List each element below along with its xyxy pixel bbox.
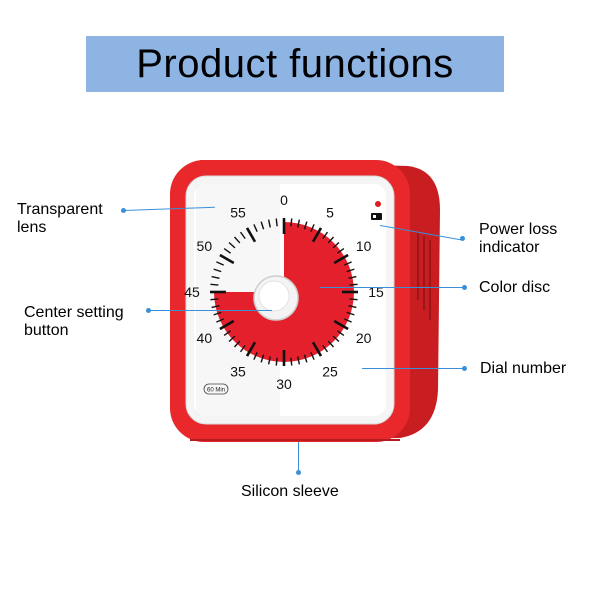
dial-tick (333, 253, 349, 265)
dial-number-30: 30 (276, 376, 292, 392)
dial-tick (344, 261, 352, 266)
dial-number-15: 15 (368, 284, 384, 300)
dial-tick (223, 330, 232, 337)
dial-tick (311, 227, 323, 243)
dial-number-0: 0 (280, 192, 288, 208)
dial-tick (267, 356, 271, 365)
dial-tick (344, 318, 352, 323)
dial-tick (228, 335, 236, 343)
dial-tick (290, 357, 293, 366)
leader-button (148, 310, 272, 311)
dial-tick (322, 344, 329, 353)
dial-tick (327, 236, 335, 244)
dial-ticks (210, 218, 358, 366)
callout-dial-number: Dial number (480, 360, 567, 377)
callout-transparent-lens: Transparent lens (17, 201, 103, 237)
leader-number (362, 368, 464, 369)
dial-tick (260, 221, 265, 230)
dial-tick (297, 219, 301, 228)
dial-tick (349, 283, 358, 286)
page-title: Product functions (136, 41, 454, 86)
dial-tick (332, 241, 340, 249)
dial-tick (332, 335, 340, 343)
dial-tick (348, 305, 357, 309)
dial-tick (322, 231, 329, 240)
sleeve-grip-lines (417, 232, 431, 320)
dial-tick (219, 253, 235, 265)
dial-tick (233, 236, 241, 244)
leader-dot-power (460, 236, 465, 241)
dial-tick (346, 268, 355, 273)
dial-number-10: 10 (356, 238, 372, 254)
callout-color-disc: Color disc (479, 279, 551, 296)
callout-power-loss: Power loss indicator (479, 221, 557, 257)
dial-tick (346, 311, 355, 316)
callout-center-button: Center setting button (24, 304, 124, 340)
dial-tick (336, 247, 345, 254)
dial-tick (211, 275, 220, 279)
dial-number-40: 40 (197, 330, 213, 346)
dial-number-25: 25 (322, 364, 338, 380)
dial-tick (239, 231, 246, 240)
dial-number-55: 55 (230, 204, 246, 220)
dial-tick (228, 241, 236, 249)
dial-number-50: 50 (197, 238, 213, 254)
leader-dot-disc (462, 285, 467, 290)
dial-tick (303, 221, 308, 230)
dial-number-45: 45 (184, 284, 200, 300)
dial-tick (327, 340, 335, 348)
dial-tick (303, 354, 308, 363)
dial-tick (219, 319, 235, 331)
dial-number-5: 5 (326, 204, 334, 220)
dial-tick (348, 275, 357, 279)
dial-tick (233, 340, 241, 348)
dial-tick (245, 341, 257, 357)
callout-silicon-sleeve: Silicon sleeve (241, 483, 339, 500)
dial-tick (311, 341, 323, 357)
center-knob-cap (258, 280, 290, 312)
dial-tick (297, 356, 301, 365)
callout-transparent-lens-line2: lens (17, 219, 47, 236)
leader-disc (320, 287, 464, 288)
dial-tick (336, 330, 345, 337)
dial-tick (213, 311, 222, 316)
callout-center-button-line1: Center setting (24, 304, 124, 321)
callout-center-button-line2: button (24, 322, 69, 339)
callout-power-loss-line2: indicator (479, 239, 540, 256)
dial-tick (213, 268, 222, 273)
dial-tick (253, 224, 258, 232)
dial-tick (216, 318, 224, 323)
dial-tick (349, 298, 358, 301)
leader-sleeve (298, 442, 299, 470)
battery-icon (371, 213, 382, 220)
dial-tick (210, 298, 219, 301)
dial-tick (239, 344, 246, 353)
minutes-badge-label: 60 Min (207, 388, 225, 394)
dial-tick (253, 352, 258, 360)
callout-power-loss-line1: Power loss (479, 221, 558, 238)
dial-tick (310, 352, 315, 360)
dial-tick (216, 261, 224, 266)
dial-tick (333, 319, 349, 331)
dial-tick (290, 218, 293, 227)
callout-transparent-lens-line1: Transparent (17, 201, 103, 218)
dial-tick (275, 218, 278, 227)
dial-number-35: 35 (230, 364, 246, 380)
leader-dot-sleeve (296, 470, 301, 475)
dial-tick (245, 227, 257, 243)
dial-tick (310, 224, 315, 232)
dial-tick (211, 305, 220, 309)
dial-tick (267, 219, 271, 228)
dial-tick (210, 283, 219, 286)
dial-tick (275, 357, 278, 366)
dial-tick (260, 354, 265, 363)
minutes-badge (203, 383, 229, 395)
leader-dot-number (462, 366, 467, 371)
dial-tick (223, 247, 232, 254)
dial-number-20: 20 (356, 330, 372, 346)
dial-numbers: 0 5 10 15 20 25 30 35 40 45 50 55 (184, 192, 384, 392)
power-loss-light (375, 201, 381, 207)
title-banner: Product functions (86, 36, 504, 92)
